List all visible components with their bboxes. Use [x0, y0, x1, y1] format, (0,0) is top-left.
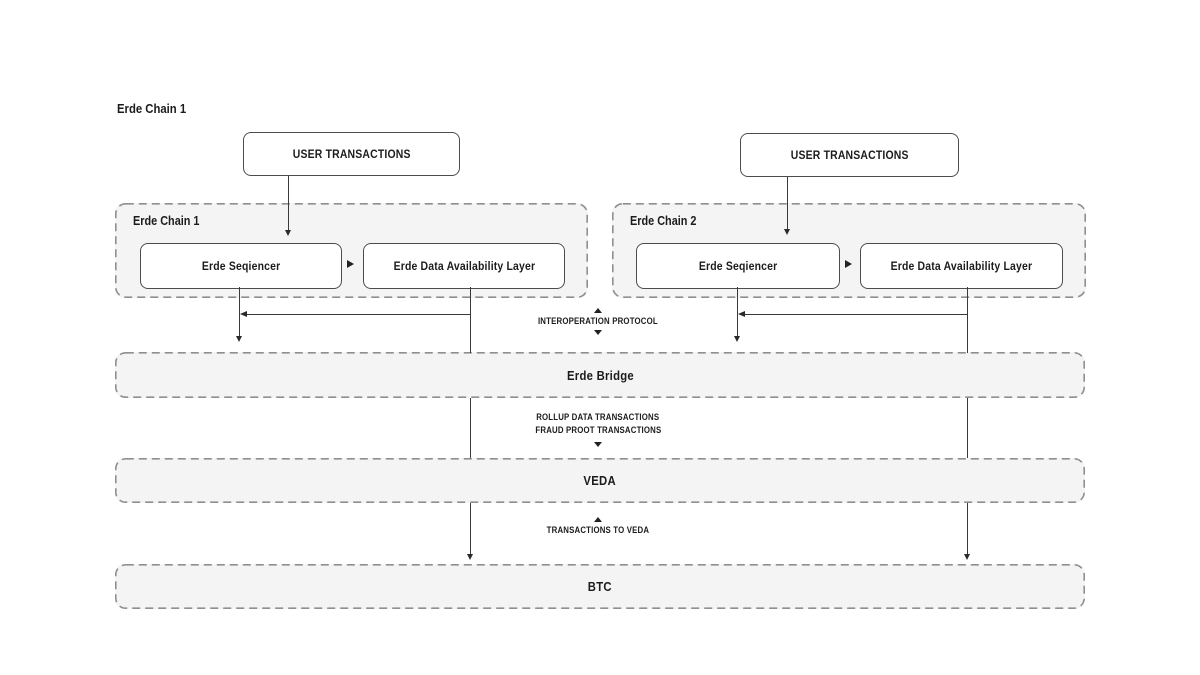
arrowhead-left-icon — [738, 311, 745, 317]
arrowhead-down-icon — [784, 229, 790, 235]
triangle-up-icon — [594, 308, 602, 313]
da-layer-box-right: Erde Data Availability Layer — [860, 243, 1063, 289]
dashed-border — [115, 458, 1085, 503]
triangle-down-icon — [594, 330, 602, 335]
user-transactions-box-right: USER TRANSACTIONS — [740, 133, 959, 177]
arrowhead-left-icon — [240, 311, 247, 317]
flow-right-icon — [845, 260, 852, 268]
dashed-border — [115, 352, 1085, 398]
to-veda-label-text: TRANSACTIONS TO VEDA — [546, 525, 650, 535]
user-transactions-box-left: USER TRANSACTIONS — [243, 132, 460, 176]
arrowhead-down-icon — [467, 554, 473, 560]
interoperation-label-text: INTEROPERATION PROTOCOL — [538, 316, 658, 326]
edge-label-rollup: ROLLUP DATA TRANSACTIONS FRAUD PROOT TRA… — [478, 412, 718, 447]
sequencer-right-label: Erde Seqiencer — [698, 259, 778, 273]
btc-box: BTC — [115, 564, 1085, 609]
line-da-to-bridge-right — [967, 287, 968, 353]
edge-label-interoperation: INTEROPERATION PROTOCOL — [478, 308, 718, 335]
da-layer-box-left: Erde Data Availability Layer — [363, 243, 565, 289]
dashed-border — [115, 203, 588, 298]
sequencer-box-left: Erde Seqiencer — [140, 243, 342, 289]
arrow-user-to-sequencer-right — [787, 176, 788, 230]
arrow-da-to-sequencer-right — [745, 314, 967, 315]
arrow-da-to-sequencer-left — [247, 314, 470, 315]
rollup-label-text: ROLLUP DATA TRANSACTIONS — [536, 412, 660, 422]
chain-right-title: Erde Chain 2 — [630, 214, 697, 228]
arrowhead-down-icon — [734, 336, 740, 342]
arrow-veda-to-btc-left — [470, 503, 471, 555]
line-bridge-to-veda-right — [967, 398, 968, 458]
sequencer-left-label: Erde Seqiencer — [201, 259, 281, 273]
da-layer-right-label: Erde Data Availability Layer — [890, 259, 1033, 273]
arrow-user-to-sequencer-left — [288, 175, 289, 231]
user-transactions-left-label: USER TRANSACTIONS — [292, 147, 411, 161]
user-transactions-right-label: USER TRANSACTIONS — [790, 148, 909, 162]
triangle-up-icon — [594, 517, 602, 522]
chain-container-right: Erde Chain 2 Erde Seqiencer Erde Data Av… — [612, 203, 1086, 298]
line-da-to-bridge-left — [470, 287, 471, 353]
dashed-border — [115, 564, 1085, 609]
fraud-proof-label-text: FRAUD PROOT TRANSACTIONS — [535, 425, 661, 435]
page-title-text: Erde Chain 1 — [117, 101, 187, 116]
veda-box: VEDA — [115, 458, 1085, 503]
arrowhead-down-icon — [285, 230, 291, 236]
chain-container-left: Erde Chain 1 Erde Seqiencer Erde Data Av… — [115, 203, 588, 298]
da-layer-left-label: Erde Data Availability Layer — [393, 259, 535, 273]
btc-label: BTC — [587, 579, 613, 594]
arrowhead-down-icon — [964, 554, 970, 560]
bridge-label: Erde Bridge — [566, 367, 634, 383]
arrow-sequencer-to-bridge-left — [239, 287, 240, 337]
dashed-border — [612, 203, 1086, 298]
page-title: Erde Chain 1 — [117, 101, 196, 116]
veda-label: VEDA — [583, 473, 617, 488]
sequencer-box-right: Erde Seqiencer — [636, 243, 840, 289]
triangle-down-icon — [594, 442, 602, 447]
arrow-veda-to-btc-right — [967, 503, 968, 555]
edge-label-to-veda: TRANSACTIONS TO VEDA — [478, 517, 718, 536]
arrow-sequencer-to-bridge-right — [737, 287, 738, 337]
flow-right-icon — [347, 260, 354, 268]
chain-left-title: Erde Chain 1 — [133, 214, 200, 228]
line-bridge-to-veda-left — [470, 398, 471, 458]
bridge-box: Erde Bridge — [115, 352, 1085, 398]
arrowhead-down-icon — [236, 336, 242, 342]
